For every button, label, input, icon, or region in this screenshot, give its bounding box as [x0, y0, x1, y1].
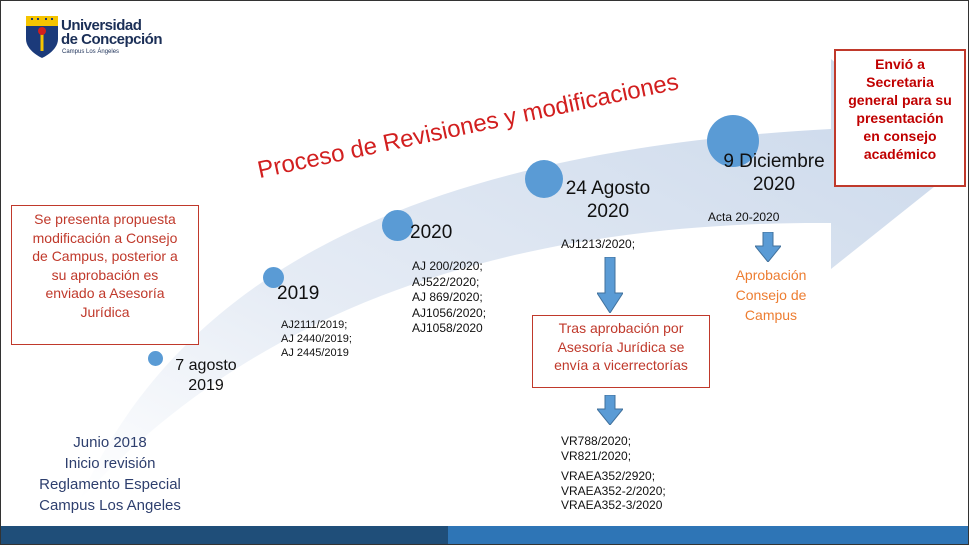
- ref-line: AJ1056/2020;: [412, 305, 487, 320]
- date-line: 7 agosto: [175, 357, 237, 374]
- ref-line: AJ 869/2020;: [412, 290, 483, 304]
- right-note-line: Envió a: [875, 56, 925, 72]
- university-logo: [25, 15, 59, 64]
- start-label: Junio 2018 Inicio revisión Reglamento Es…: [15, 432, 205, 516]
- milestone-dot: [382, 210, 413, 241]
- start-label-line: Inicio revisión: [64, 455, 156, 472]
- middle-note-line: envía a vicerrectorías: [554, 357, 688, 373]
- middle-note-line: Tras aprobación por: [558, 320, 684, 336]
- arrow-down-icon: [597, 395, 623, 425]
- right-note-line: Secretaria: [866, 74, 934, 90]
- milestone-date: 2020: [410, 222, 453, 243]
- arrow-down-icon: [755, 232, 781, 262]
- start-label-line: Junio 2018: [73, 434, 147, 451]
- start-label-line: Campus Los Angeles: [39, 497, 181, 514]
- left-note-line: Jurídica: [80, 303, 130, 320]
- right-note-line: académico: [863, 146, 937, 162]
- left-note-line: su aprobación es: [51, 266, 159, 283]
- milestone-refs: AJ2111/2019; AJ 2440/2019; AJ 2445/2019: [281, 318, 352, 360]
- milestone-dot: [707, 115, 759, 167]
- right-note-line: en consejo: [863, 128, 937, 144]
- milestone-date: 7 agosto 2019: [161, 356, 251, 396]
- ref-line: VRAEA352-2/2020;: [561, 483, 666, 498]
- vr-refs: VR788/2020; VR821/2020; VRAEA352/2920; V…: [561, 434, 666, 513]
- milestone-dot: [148, 351, 163, 366]
- left-note-line: de Campus, posterior a: [32, 248, 178, 264]
- footer-bar-left: [1, 526, 448, 544]
- ref-line: AJ522/2020;: [412, 274, 480, 289]
- left-note-line: modificación a Consejo: [32, 229, 178, 246]
- ref-line: AJ 2445/2019: [281, 347, 349, 359]
- ref-line: VR821/2020;: [561, 448, 632, 463]
- milestone-dot: [525, 160, 563, 198]
- milestone-date: 2019: [277, 283, 320, 304]
- logo-line2: de Concepción: [61, 31, 163, 48]
- shield-icon: [26, 16, 58, 58]
- date-line: 2019: [188, 377, 224, 394]
- milestone-date: 9 Diciembre 2020: [714, 150, 834, 196]
- logo-line3: Campus Los Ángeles: [62, 49, 120, 55]
- right-note-line: presentación: [856, 110, 944, 126]
- milestone-refs: AJ1213/2020;: [561, 237, 636, 251]
- milestone-refs: AJ 200/2020; AJ522/2020; AJ 869/2020; AJ…: [412, 259, 486, 337]
- arrow-down-icon: [597, 257, 623, 313]
- milestone-date: 24 Agosto 2020: [553, 177, 663, 223]
- middle-note-line: Asesoría Jurídica se: [557, 338, 685, 355]
- approval-label: Aprobación Consejo de Campus: [716, 265, 826, 325]
- ref-line: AJ 200/2020;: [412, 259, 483, 273]
- right-note-line: general para su: [848, 92, 952, 108]
- ref-line: VR788/2020;: [561, 434, 632, 448]
- milestone-dot: [263, 267, 284, 288]
- middle-note-box: Tras aprobación por Asesoría Jurídica se…: [532, 315, 710, 388]
- left-note-box: Se presenta propuesta modificación a Con…: [11, 205, 199, 345]
- logo-line1: Universidad: [61, 17, 142, 34]
- ref-line: AJ 2440/2019;: [281, 333, 352, 345]
- date-line: 24 Agosto: [565, 178, 651, 199]
- left-note-line: Se presenta propuesta: [34, 211, 176, 227]
- approval-line: Consejo de: [735, 287, 807, 303]
- ref-line: VRAEA352-3/2020: [561, 498, 663, 512]
- right-note-box: Envió a Secretaria general para su prese…: [834, 49, 966, 187]
- date-line: 2020: [752, 174, 796, 195]
- start-label-line: Reglamento Especial: [39, 476, 181, 493]
- milestone-refs: Acta 20-2020: [708, 210, 780, 224]
- ref-line: AJ1058/2020: [412, 321, 483, 335]
- footer-bar-right: [448, 526, 968, 544]
- approval-line: Campus: [744, 307, 798, 323]
- ref-line: AJ2111/2019;: [281, 319, 348, 331]
- date-line: 2020: [586, 201, 630, 222]
- ref-line: VRAEA352/2920;: [561, 469, 656, 483]
- date-line: 9 Diciembre: [723, 151, 825, 172]
- approval-line: Aprobación: [735, 267, 807, 283]
- left-note-line: enviado a Asesoría: [45, 285, 165, 301]
